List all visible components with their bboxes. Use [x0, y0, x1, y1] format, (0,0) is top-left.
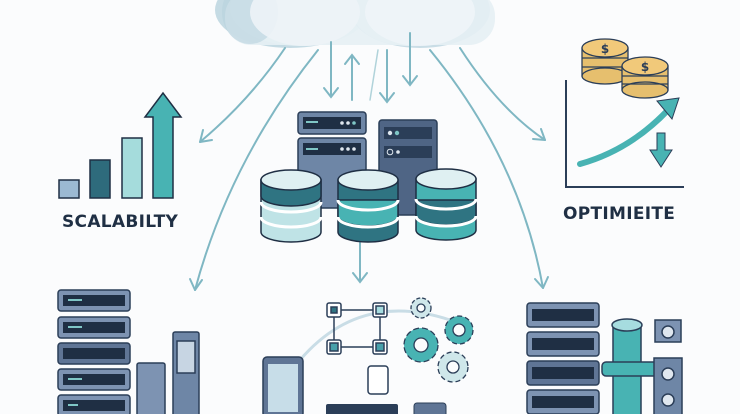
workflow-diagram-icon: [262, 302, 451, 414]
cost-trend-icon: [565, 80, 684, 188]
server-rack-icon: [57, 289, 200, 414]
bar-1: [58, 179, 80, 199]
coin-stack-icon: $ $: [581, 38, 669, 99]
arrow-to-infrastructure: [429, 49, 544, 289]
arrow-to-optimize: [459, 47, 546, 141]
bar-3: [121, 137, 143, 199]
database-3: [414, 168, 478, 241]
arrow-down-center: [352, 239, 368, 284]
database-1: [259, 169, 323, 243]
arrow-up-1: [344, 53, 360, 101]
optimize-label: OPTIMIEITE: [563, 204, 676, 224]
phone-icon: [413, 402, 447, 414]
growth-arrow: [143, 91, 183, 199]
svg-text:$: $: [641, 60, 649, 74]
gears-icon: [403, 297, 474, 383]
trend-up-arrow: [577, 107, 671, 167]
arrow-down-2: [379, 49, 395, 104]
scalability-label: SCALABILTY: [62, 212, 179, 232]
flow-arrows: [189, 32, 549, 291]
database-2: [336, 169, 400, 243]
svg-text:$: $: [601, 42, 609, 56]
server-database-icon: [259, 111, 478, 243]
bar-chart-growth-icon: [58, 91, 183, 199]
arrow-down-1: [323, 41, 339, 99]
arrow-to-scalability: [199, 47, 286, 143]
server-pipeline-icon: [526, 302, 683, 414]
cloud-icon: [215, 0, 495, 48]
arrow-down-3: [402, 32, 418, 87]
trend-down-arrow: [649, 132, 673, 168]
bar-2: [89, 159, 111, 199]
laptop-icon: [326, 404, 398, 414]
arrow-to-server-rack: [194, 49, 319, 291]
